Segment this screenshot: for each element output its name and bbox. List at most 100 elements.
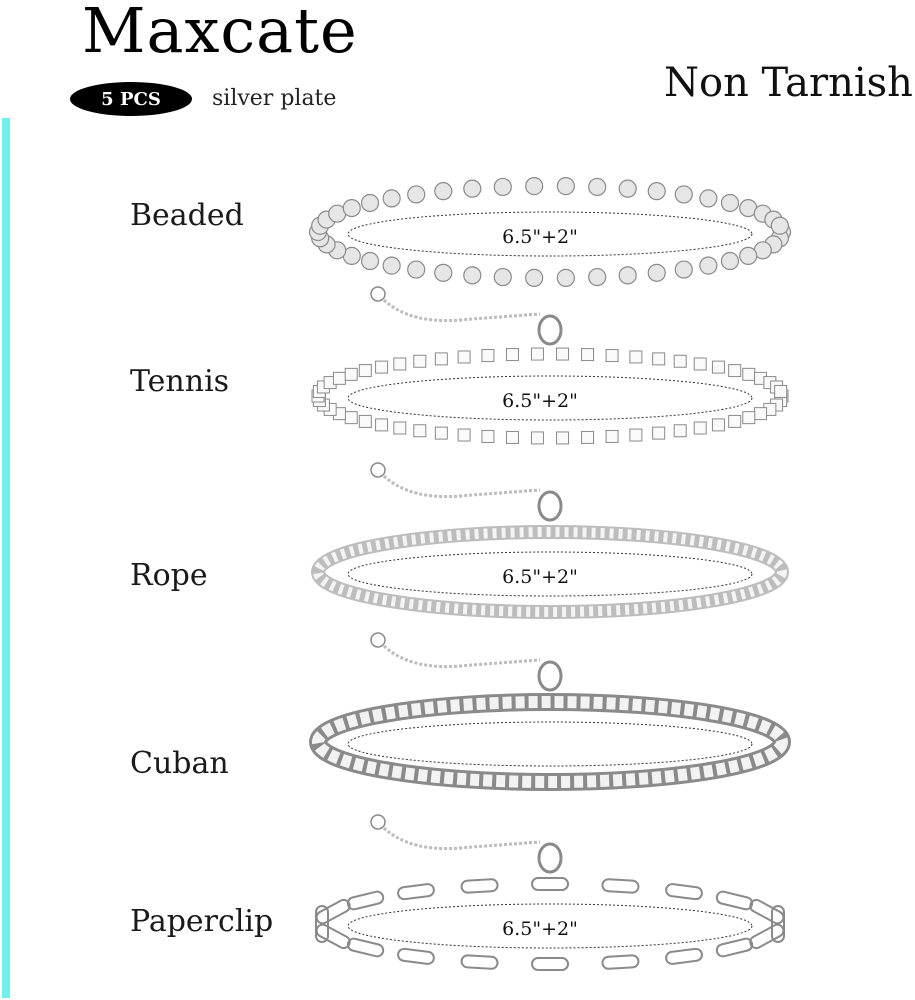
stone-setting bbox=[530, 347, 544, 361]
paperclip-link bbox=[346, 890, 385, 911]
stone-setting bbox=[358, 364, 372, 378]
extender-chain bbox=[370, 814, 563, 874]
stone-setting bbox=[581, 430, 595, 444]
paperclip-link bbox=[771, 905, 785, 943]
bead bbox=[382, 189, 401, 208]
paperclip-link bbox=[397, 883, 435, 901]
stone-setting bbox=[581, 348, 595, 362]
lobster-clasp bbox=[537, 490, 563, 522]
non-tarnish-tagline: Non Tarnish bbox=[664, 60, 913, 106]
bracelet-row-paperclip: Paperclip 6.5"+2" bbox=[0, 814, 915, 978]
size-label: 6.5"+2" bbox=[502, 918, 578, 940]
rope-bracelet-image: 6.5"+2" bbox=[311, 462, 789, 619]
cuban-bracelet-image bbox=[309, 632, 791, 791]
paperclip-link bbox=[397, 947, 435, 965]
stone-setting bbox=[711, 418, 725, 432]
bead bbox=[588, 177, 607, 197]
inner-size-ring bbox=[347, 375, 753, 421]
beaded-bracelet-image: 6.5"+2" bbox=[308, 177, 792, 287]
bead bbox=[493, 177, 512, 197]
bead bbox=[493, 267, 512, 287]
cuban-links bbox=[312, 696, 788, 788]
stone-setting bbox=[652, 426, 666, 440]
brand-title: Maxcate bbox=[82, 0, 358, 67]
stone-setting bbox=[673, 354, 687, 368]
bead bbox=[720, 251, 740, 271]
bracelet-band bbox=[311, 347, 789, 445]
bracelet-label: Tennis bbox=[130, 364, 230, 399]
plate-label: silver plate bbox=[212, 86, 337, 111]
paperclip-link bbox=[531, 957, 569, 971]
stone-setting bbox=[393, 421, 407, 435]
bead bbox=[463, 179, 482, 198]
bead bbox=[407, 185, 426, 204]
charm-stone bbox=[370, 462, 386, 478]
bracelet-row-rope: Rope 6.5"+2" bbox=[0, 462, 915, 626]
charm-stone bbox=[370, 814, 386, 830]
bracelet-label: Paperclip bbox=[130, 904, 274, 939]
bead bbox=[525, 268, 544, 287]
bead bbox=[556, 177, 575, 196]
stone-setting bbox=[629, 428, 643, 442]
stone-setting bbox=[629, 350, 643, 364]
paperclip-link bbox=[665, 947, 703, 965]
bead bbox=[647, 182, 666, 201]
lobster-clasp bbox=[537, 660, 563, 692]
size-label: 6.5"+2" bbox=[502, 390, 578, 412]
bracelet-label: Beaded bbox=[130, 198, 244, 233]
stone-setting bbox=[505, 348, 519, 362]
extender-links bbox=[382, 298, 541, 323]
extender-links bbox=[382, 644, 541, 669]
stone-setting bbox=[556, 431, 570, 445]
bead bbox=[360, 251, 380, 271]
stone-setting bbox=[413, 354, 427, 368]
bracelet-row-tennis: Tennis 6.5"+2" bbox=[0, 286, 915, 450]
pieces-badge: 5 PCS bbox=[70, 82, 192, 116]
extender-chain bbox=[370, 462, 563, 522]
stone-setting bbox=[530, 431, 544, 445]
bead bbox=[699, 256, 718, 275]
paperclip-link bbox=[315, 923, 351, 950]
inner-size-ring bbox=[347, 721, 753, 767]
bead bbox=[770, 216, 789, 235]
extender-chain bbox=[370, 286, 563, 346]
bead bbox=[342, 198, 361, 218]
stone-setting bbox=[457, 350, 471, 364]
paperclip-link bbox=[315, 898, 351, 925]
stone-setting bbox=[434, 426, 448, 440]
paperclip-link bbox=[531, 877, 569, 891]
bead bbox=[647, 263, 666, 282]
bracelet-band bbox=[311, 525, 789, 619]
paperclip-bracelet-image: 6.5"+2" bbox=[315, 814, 785, 971]
extender-links bbox=[382, 826, 541, 851]
bead bbox=[674, 185, 693, 204]
stone-setting bbox=[457, 428, 471, 442]
stone-setting bbox=[742, 411, 756, 425]
bead bbox=[674, 260, 693, 279]
stone-setting bbox=[605, 429, 619, 443]
stone-setting bbox=[693, 357, 707, 371]
paperclip-link bbox=[715, 890, 754, 911]
stone-setting bbox=[332, 371, 346, 385]
bracelet-band bbox=[309, 693, 791, 791]
paperclip-link bbox=[346, 937, 385, 958]
extender-links bbox=[382, 474, 541, 499]
stone-setting bbox=[556, 347, 570, 361]
bead bbox=[434, 182, 453, 201]
charm-stone bbox=[370, 632, 386, 648]
stone-setting bbox=[711, 360, 725, 374]
paperclip-link bbox=[460, 954, 499, 970]
stone-setting bbox=[728, 364, 742, 378]
bracelet-row-cuban: Cuban bbox=[0, 632, 915, 796]
paperclip-link bbox=[601, 878, 640, 894]
bracelet-label: Rope bbox=[130, 558, 208, 593]
bead bbox=[407, 260, 426, 279]
paperclip-link bbox=[460, 878, 499, 894]
extender-chain bbox=[370, 632, 563, 692]
bracelet-band bbox=[315, 877, 785, 971]
stone-setting bbox=[481, 349, 495, 363]
paperclip-link bbox=[749, 923, 785, 950]
paperclip-link bbox=[715, 937, 754, 958]
paperclip-link bbox=[749, 898, 785, 925]
stone-setting bbox=[605, 349, 619, 363]
